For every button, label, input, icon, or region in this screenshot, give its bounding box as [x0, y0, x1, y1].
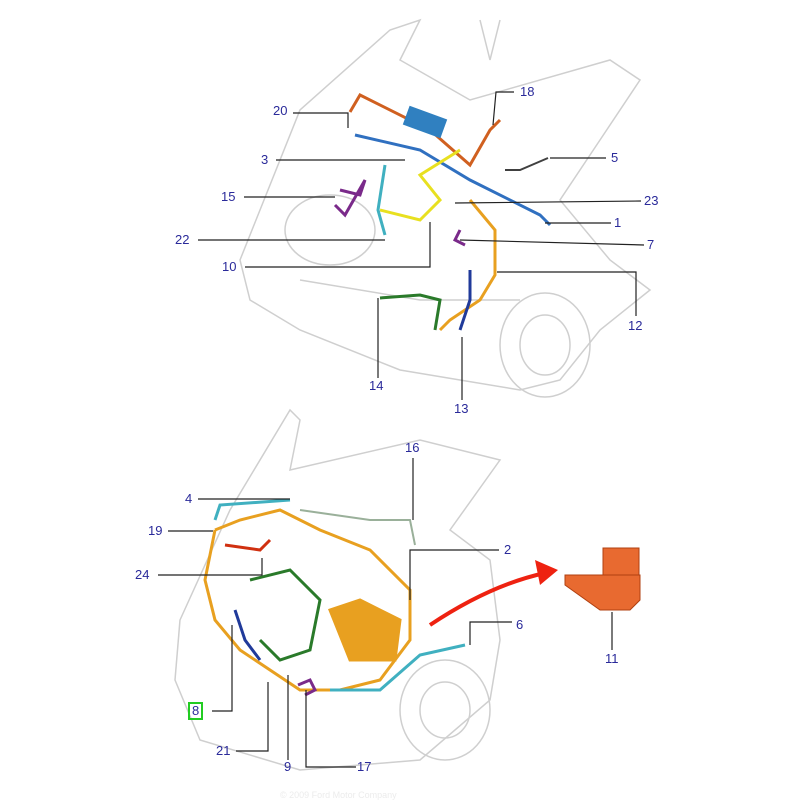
- callout-5: 5: [611, 150, 619, 165]
- leader-lines: [158, 91, 645, 768]
- callout-20: 20: [273, 103, 288, 118]
- callout-7: 7: [647, 237, 655, 252]
- part-11-bracket: [564, 547, 641, 611]
- harnesses-top: [333, 93, 552, 332]
- callout-12: 12: [628, 318, 643, 333]
- red-arrowhead: [535, 560, 558, 585]
- callout-8-highlighted: 8: [188, 702, 204, 720]
- callout-19: 19: [148, 523, 163, 538]
- callout-14: 14: [369, 378, 384, 393]
- callout-16: 16: [405, 440, 420, 455]
- callout-22: 22: [175, 232, 190, 247]
- callout-21: 21: [216, 743, 231, 758]
- callout-1: 1: [614, 215, 622, 230]
- callout-10: 10: [222, 259, 237, 274]
- watermark: © 2009 Ford Motor Company: [280, 790, 397, 800]
- callout-24: 24: [135, 567, 150, 582]
- callout-11: 11: [605, 651, 619, 666]
- callout-4: 4: [185, 491, 193, 506]
- callout-2: 2: [504, 542, 512, 557]
- vehicle-top-outline: [239, 18, 652, 398]
- callout-23: 23: [644, 193, 659, 208]
- callout-6: 6: [516, 617, 524, 632]
- callout-13: 13: [454, 401, 469, 416]
- callout-17: 17: [357, 759, 372, 774]
- callout-3: 3: [261, 152, 269, 167]
- red-arrow: [428, 571, 546, 627]
- callout-9: 9: [284, 759, 292, 774]
- harnesses-bottom: [203, 498, 466, 697]
- vehicle-bottom-outline: [174, 408, 502, 771]
- callout-15: 15: [221, 189, 236, 204]
- callout-18: 18: [520, 84, 535, 99]
